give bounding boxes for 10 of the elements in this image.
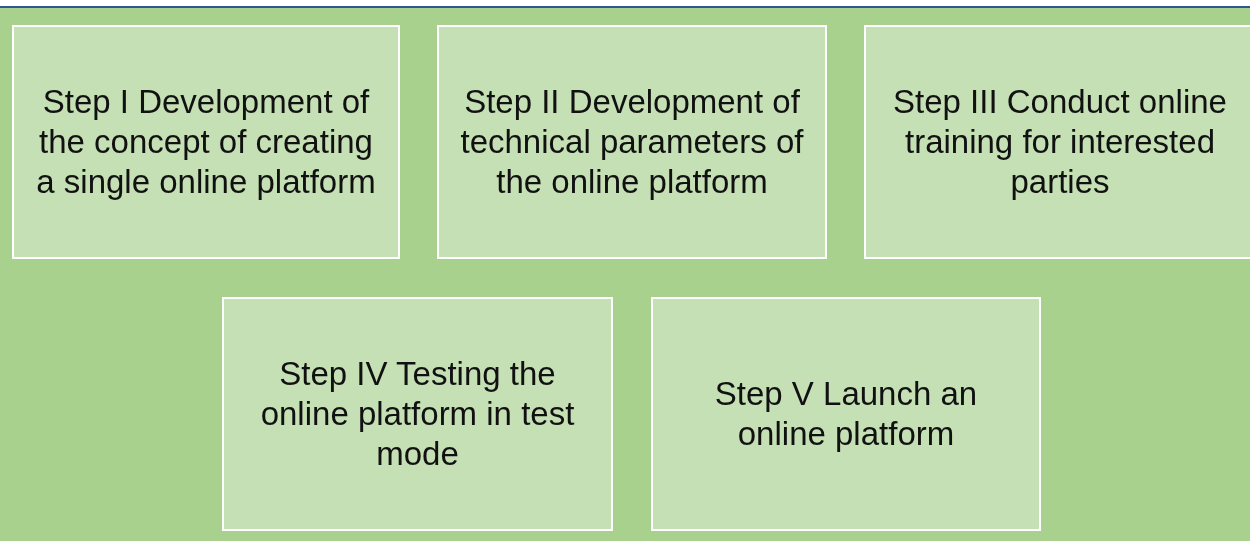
step-text: Step IV Testing the online platform in test mode (259, 353, 576, 475)
step-box (437, 25, 827, 259)
step-box (651, 297, 1041, 531)
step-text: Step V Launch an online platform (713, 373, 979, 454)
step-box (12, 25, 400, 259)
step-text: Step II Development of technical parameters of the online platform (459, 81, 805, 203)
step-box (222, 297, 613, 531)
step-text: Step I Development of the concept of creating a single online platform (35, 81, 377, 203)
step-text: Step III Conduct online training for interested parties (892, 81, 1228, 203)
step-box (864, 25, 1250, 259)
